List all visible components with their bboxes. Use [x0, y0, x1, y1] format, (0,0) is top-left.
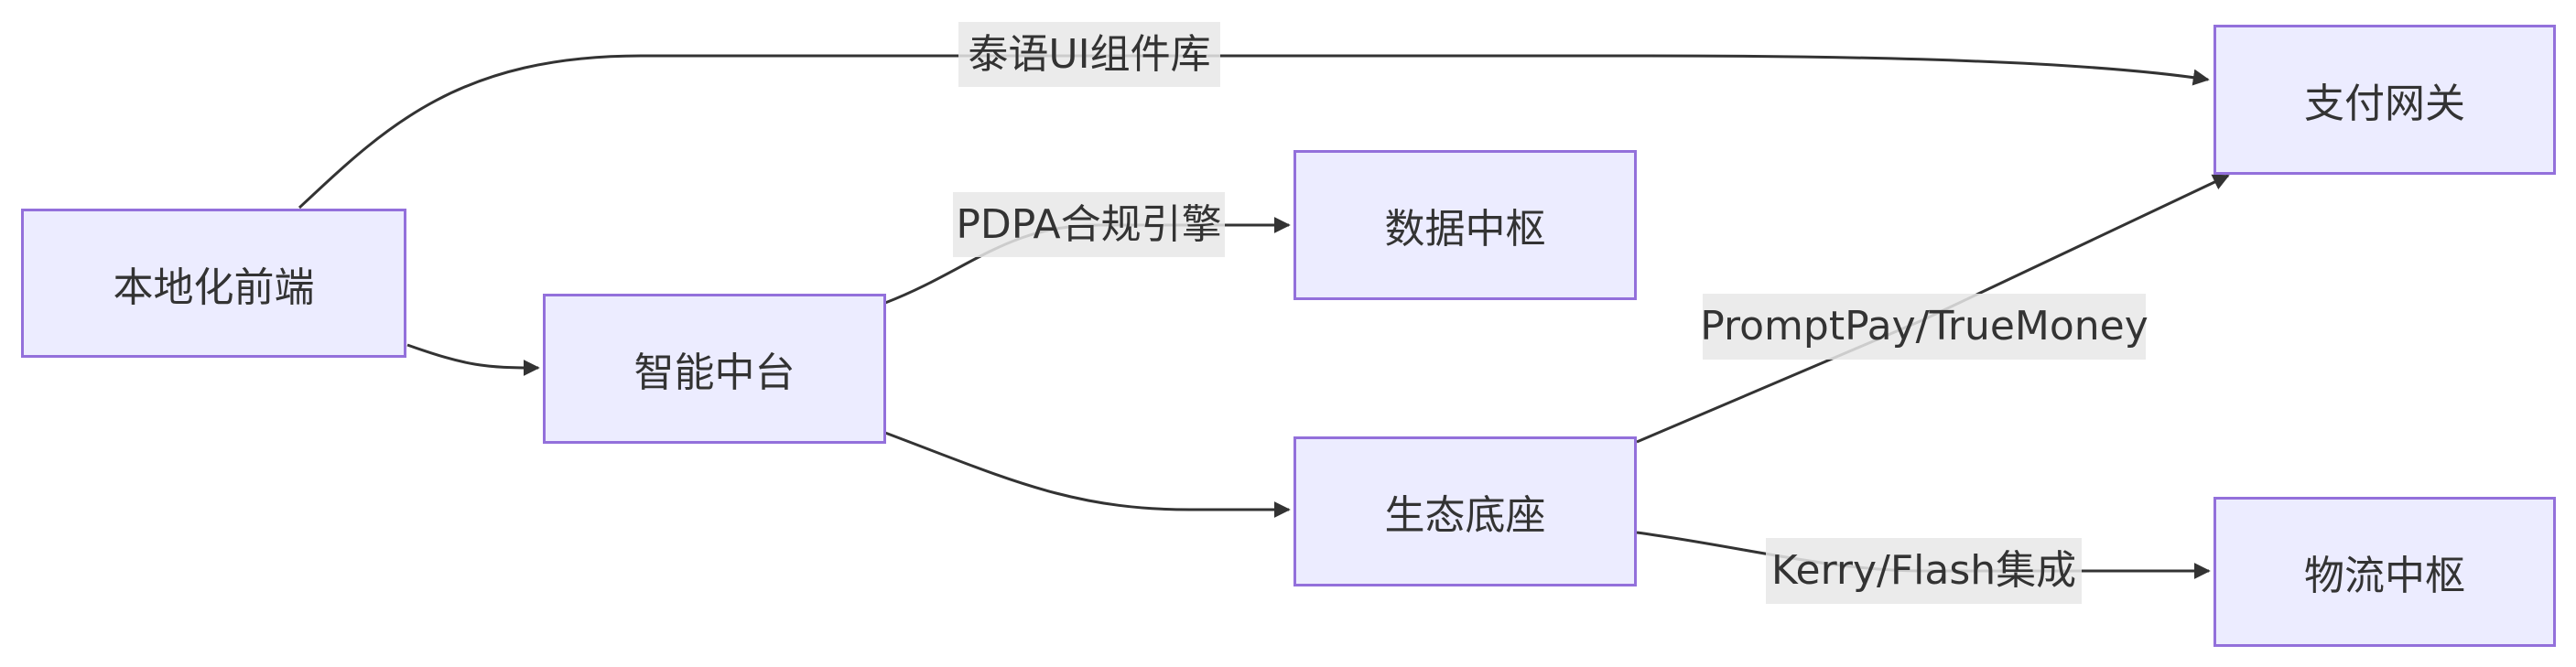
node-intelligent-middle-platform[interactable]: 智能中台 [543, 294, 886, 444]
node-label: 本地化前端 [113, 264, 315, 311]
node-label: 支付网关 [2304, 81, 2465, 127]
node-label: 智能中台 [633, 350, 796, 396]
node-label: 物流中枢 [2304, 553, 2465, 599]
node-data-hub[interactable]: 数据中枢 [1293, 150, 1637, 300]
node-payment-gateway[interactable]: 支付网关 [2213, 25, 2556, 175]
edge-label-thai-ui-library: 泰语UI组件库 [958, 22, 1220, 87]
edge-frontend-to-pay [298, 54, 2210, 210]
edge-label-kerry-flash-integration: Kerry/Flash集成 [1766, 538, 2082, 604]
node-ecosystem-base[interactable]: 生态底座 [1293, 436, 1637, 586]
node-label: 生态底座 [1384, 492, 1546, 539]
node-label: 数据中枢 [1384, 206, 1546, 253]
edge-middle-to-eco [884, 431, 1291, 518]
node-localized-frontend[interactable]: 本地化前端 [21, 209, 406, 358]
node-logistics-hub[interactable]: 物流中枢 [2213, 497, 2556, 647]
edge-label-promptpay-truemoney: PromptPay/TrueMoney [1700, 294, 2148, 360]
edge-label-pdpa-compliance-engine: PDPA合规引擎 [953, 192, 1225, 257]
edge-frontend-to-middle [406, 343, 540, 376]
